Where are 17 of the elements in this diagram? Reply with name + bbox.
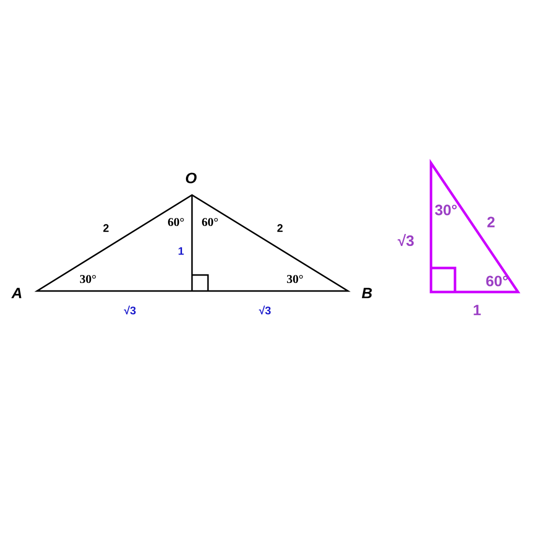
side-label: 2 bbox=[103, 224, 109, 232]
side-label: 2 bbox=[277, 224, 283, 232]
side-label: 1 bbox=[178, 247, 184, 255]
vertex-label: O bbox=[186, 172, 197, 184]
side-label: √3 bbox=[258, 306, 271, 314]
angle-label: 30° bbox=[287, 274, 303, 284]
angle-label: 30° bbox=[80, 274, 96, 284]
side-label: 2 bbox=[487, 216, 495, 228]
side-label: √3 bbox=[398, 234, 414, 246]
vertex-label: A bbox=[11, 288, 22, 298]
vertex-label: B bbox=[362, 288, 372, 298]
side-label: 1 bbox=[474, 304, 481, 316]
angle-label: 30° bbox=[435, 204, 457, 216]
side-label: √3 bbox=[124, 306, 136, 314]
angle-label: 60° bbox=[486, 276, 508, 286]
angle-label: 60° bbox=[168, 218, 184, 226]
angle-label: 60° bbox=[202, 218, 218, 226]
